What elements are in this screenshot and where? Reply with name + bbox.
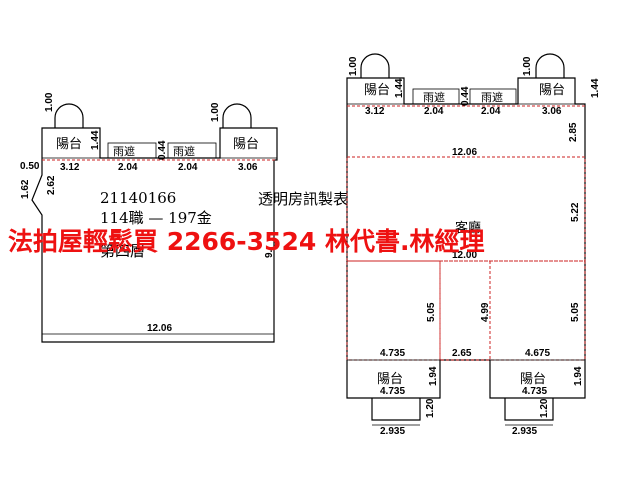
source-note: 透明房訊製表 bbox=[258, 190, 348, 208]
right-dim-right-wing-w: 4.675 bbox=[525, 348, 550, 359]
right-canopy-label-1: 雨遮 bbox=[423, 90, 445, 104]
right-dim-low-bal-right-h: 1.94 bbox=[573, 366, 584, 386]
left-dim-bottom: 12.06 bbox=[147, 323, 172, 334]
left-dim-bump-inner: 2.62 bbox=[46, 175, 57, 195]
left-dim-canopy-gap: 0.44 bbox=[157, 140, 168, 160]
right-dim-low-bal-left-w: 4.735 bbox=[380, 386, 405, 397]
right-dim-left-wing-h: 5.05 bbox=[426, 302, 437, 322]
left-canopy-2 bbox=[167, 142, 217, 159]
left-dim-arc-left: 1.00 bbox=[44, 92, 55, 112]
right-balcony-arc-left bbox=[360, 53, 390, 78]
left-floor-plan: 陽台 陽台 雨遮 雨遮 1.00 1.00 1.44 0.44 3.12 2.0… bbox=[20, 92, 278, 343]
right-balcony-label-l: 陽台 bbox=[364, 83, 390, 98]
right-canopy-label-2: 雨遮 bbox=[481, 90, 503, 104]
address-line: 114職 — 197金 bbox=[100, 209, 212, 227]
left-dim-balcony-depth: 1.44 bbox=[90, 130, 101, 150]
right-balcony-label-r: 陽台 bbox=[539, 83, 565, 98]
right-dim-arc-left: 1.00 bbox=[348, 56, 359, 76]
right-floor-plan: 陽台 陽台 雨遮 雨遮 客廳 陽台 陽台 1.00 1.00 1.44 1.44… bbox=[346, 53, 601, 437]
left-canopy-1 bbox=[107, 142, 157, 159]
right-dash-left-wing bbox=[346, 260, 441, 361]
address-line-2: 第四層 bbox=[100, 242, 145, 260]
left-dim-right-side: 9. bbox=[264, 249, 275, 258]
right-dim-bal-left-depth: 1.44 bbox=[394, 78, 405, 98]
right-low-balcony-label-l: 陽台 bbox=[377, 372, 403, 387]
right-dim-arc-right: 1.00 bbox=[522, 56, 533, 76]
right-dim-bay-right: 3.06 bbox=[542, 106, 562, 117]
right-dash-center bbox=[439, 260, 491, 361]
right-hall-label: 客廳 bbox=[455, 220, 481, 236]
left-balcony-label-r: 陽台 bbox=[233, 137, 259, 152]
left-dim-bay-mid1: 2.04 bbox=[118, 162, 138, 173]
left-dim-bay-mid2: 2.04 bbox=[178, 162, 198, 173]
right-dim-center-h: 4.99 bbox=[480, 302, 491, 322]
right-dim-foot-right-w: 2.935 bbox=[512, 426, 537, 437]
right-dim-canopy-gap: 0.44 bbox=[460, 86, 471, 106]
left-dim-bay-left: 3.12 bbox=[60, 162, 80, 173]
right-foot-left bbox=[371, 398, 421, 421]
right-dim-foot-right-h: 1.20 bbox=[539, 398, 550, 418]
left-balcony-label-l: 陽台 bbox=[56, 137, 82, 152]
right-dim-width-top: 12.06 bbox=[452, 147, 477, 158]
promo-banner: 法拍屋輕鬆買 2266-3524 林代書.林經理 bbox=[8, 227, 484, 256]
case-number: 21140166 bbox=[100, 189, 176, 207]
right-dim-hall-height: 5.22 bbox=[570, 202, 581, 222]
right-foot-right bbox=[504, 398, 554, 421]
left-dim-bump-outer: 1.62 bbox=[20, 179, 31, 199]
right-dim-bay-mid1: 2.04 bbox=[424, 106, 444, 117]
right-dim-right-wing-h: 5.05 bbox=[570, 302, 581, 322]
right-dim-left-wing-w: 4.735 bbox=[380, 348, 405, 359]
right-dim-foot-left-w: 2.935 bbox=[380, 426, 405, 437]
right-dim-low-bal-left-h: 1.94 bbox=[428, 366, 439, 386]
left-canopy-label-2: 雨遮 bbox=[173, 144, 195, 158]
left-canopy-label-1: 雨遮 bbox=[113, 144, 135, 158]
right-canopy-2 bbox=[469, 88, 517, 105]
right-dim-width-mid: 12.00 bbox=[452, 250, 477, 261]
right-dim-center-w: 2.65 bbox=[452, 348, 472, 359]
left-dim-offset: 0.50 bbox=[20, 161, 40, 172]
right-canopy-1 bbox=[412, 88, 460, 105]
right-dim-low-bal-right-w: 4.735 bbox=[522, 386, 547, 397]
left-dim-arc-right: 1.00 bbox=[210, 102, 221, 122]
right-low-balcony-label-r: 陽台 bbox=[520, 372, 546, 387]
right-dim-foot-left-h: 1.20 bbox=[425, 398, 436, 418]
left-dim-bay-right: 3.06 bbox=[238, 162, 258, 173]
right-balcony-arc-right bbox=[535, 53, 565, 78]
left-balcony-arc-right bbox=[222, 103, 252, 128]
left-balcony-arc-left bbox=[54, 103, 84, 128]
right-dim-upper-band: 2.85 bbox=[568, 122, 579, 142]
right-dim-bay-left: 3.12 bbox=[365, 106, 385, 117]
right-dim-bay-mid2: 2.04 bbox=[481, 106, 501, 117]
right-dim-bal-right-depth: 1.44 bbox=[590, 78, 601, 98]
